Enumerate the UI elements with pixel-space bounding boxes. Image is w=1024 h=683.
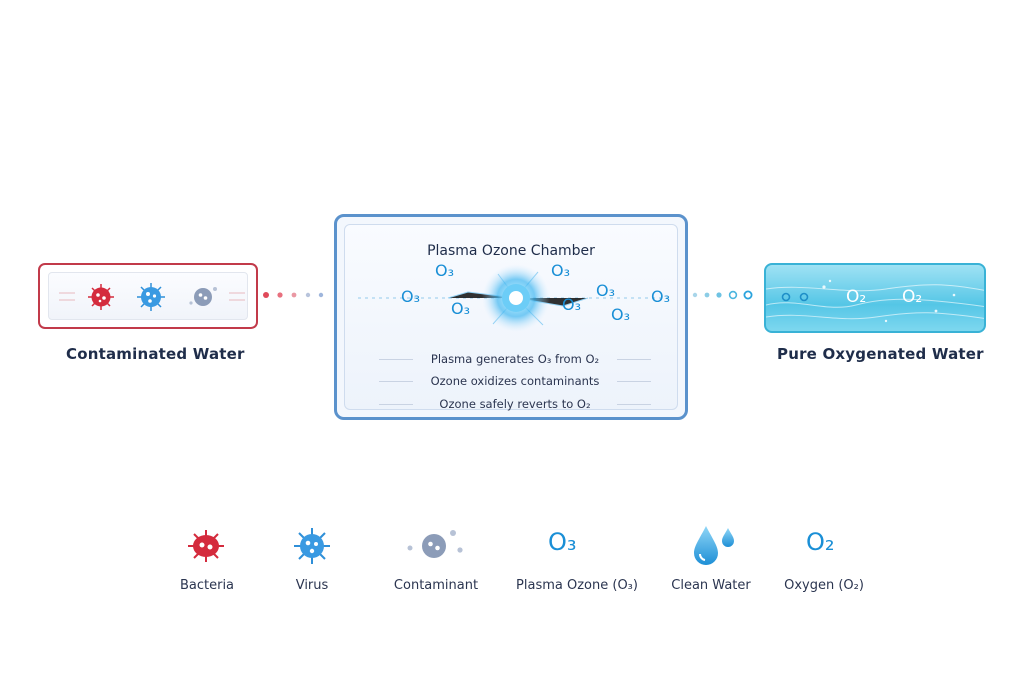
plasma-reaction bbox=[358, 264, 672, 332]
ozone-molecule: O₃ bbox=[611, 305, 631, 324]
legend-label-clean-water: Clean Water bbox=[671, 578, 751, 593]
legend-label-oxygen: Oxygen (O₂) bbox=[784, 578, 864, 593]
ozone-molecule: O₃ bbox=[651, 287, 671, 306]
pure-water-label: Pure Oxygenated Water bbox=[777, 345, 984, 363]
ozone-molecule: O₃ bbox=[401, 287, 421, 306]
ozone-molecule: O₃ bbox=[451, 299, 471, 318]
contaminated-water-label: Contaminated Water bbox=[66, 345, 245, 363]
ozone-molecule: O₃ bbox=[596, 281, 616, 300]
clean-water-box: O₂ O₂ bbox=[764, 263, 986, 333]
ozone-molecule: O₃ bbox=[551, 261, 571, 280]
chamber-step-2: Ozone oxidizes contaminants bbox=[379, 374, 651, 388]
legend-label-bacteria: Bacteria bbox=[179, 578, 235, 593]
contaminant-icon bbox=[189, 287, 217, 306]
legend-label-ozone: Plasma Ozone (O₃) bbox=[516, 578, 638, 593]
flow-dots-out bbox=[692, 290, 753, 300]
oxygen-icon: O₂ bbox=[806, 528, 835, 556]
legend-label-contaminant: Contaminant bbox=[393, 578, 479, 593]
ozone-icon: O₃ bbox=[548, 528, 577, 556]
bacteria-icon bbox=[88, 284, 114, 310]
chamber-title: Plasma Ozone Chamber bbox=[427, 243, 595, 259]
virus-icon bbox=[294, 528, 330, 564]
virus-icon bbox=[137, 283, 165, 311]
chamber-step-3: Ozone safely reverts to O₂ bbox=[379, 397, 651, 411]
oxygen-molecule: O₂ bbox=[902, 287, 923, 307]
contaminated-water-box bbox=[38, 263, 258, 329]
contaminant-icon bbox=[407, 530, 463, 558]
legend-label-virus: Virus bbox=[295, 578, 329, 593]
bacteria-icon bbox=[188, 530, 224, 562]
oxygen-molecule: O₂ bbox=[846, 287, 867, 307]
flow-path bbox=[263, 290, 753, 300]
plasma-ozone-chamber: Plasma Ozone Chamber bbox=[334, 214, 688, 420]
ozone-molecule: O₃ bbox=[435, 261, 455, 280]
clean-water-icon bbox=[694, 526, 734, 565]
ozone-molecule: O₃ bbox=[562, 295, 582, 314]
flow-dots-in bbox=[263, 292, 324, 298]
chamber-step-1: Plasma generates O₃ from O₂ bbox=[379, 352, 651, 366]
